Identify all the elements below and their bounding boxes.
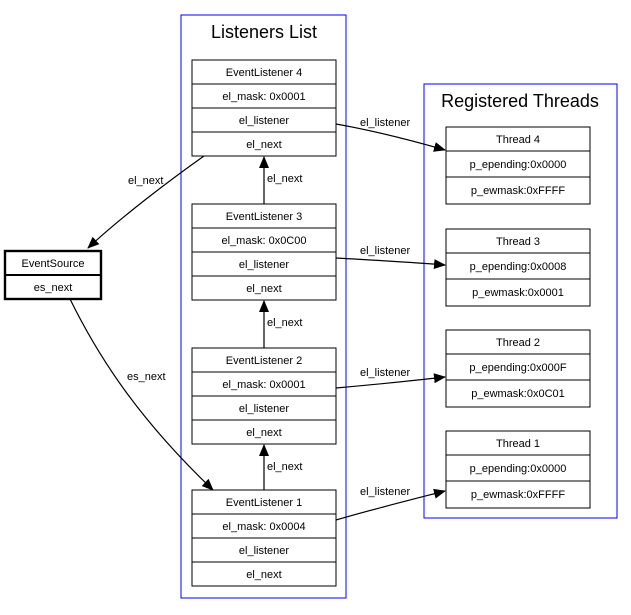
event-listener-2-next: el_next	[246, 427, 281, 439]
thread-4-ewmask: p_ewmask:0xFFFF	[471, 185, 565, 197]
event-listener-3: EventListener 3 el_mask: 0x0C00 el_liste…	[191, 203, 337, 301]
edge-label: el_listener	[360, 367, 410, 379]
edge-line	[87, 155, 205, 249]
thread-2-name: Thread 2	[496, 337, 540, 349]
event-source: EventSource es_next	[3, 249, 103, 301]
edge-listener3-to-thread3: el_listener	[335, 245, 446, 270]
event-listener-1-listener: el_listener	[239, 545, 289, 557]
edge-line	[335, 257, 446, 270]
threads-cluster-title: Registered Threads	[441, 91, 599, 111]
event-listener-1-next: el_next	[246, 569, 281, 581]
thread-4-name: Thread 4	[496, 134, 540, 146]
edge-label: el_listener	[360, 117, 410, 129]
thread-2-box	[445, 329, 591, 408]
event-listener-2-name: EventListener 2	[226, 355, 302, 367]
event-listener-1-name: EventListener 1	[226, 497, 302, 509]
event-listener-1-mask: el_mask: 0x0004	[222, 521, 305, 533]
event-listener-3-next: el_next	[246, 283, 281, 295]
edge-label: es_next	[127, 371, 166, 383]
event-listener-4-mask: el_mask: 0x0001	[222, 91, 305, 103]
edge-listener3-to-listener4: el_next	[259, 156, 302, 204]
thread-3-ewmask: p_ewmask:0x0001	[472, 287, 564, 299]
edge-label: el_next	[267, 173, 302, 185]
thread-2: Thread 2 p_epending:0x000F p_ewmask:0x0C…	[445, 329, 591, 408]
event-listener-2-mask: el_mask: 0x0001	[222, 379, 305, 391]
threads-cluster-border	[423, 83, 618, 519]
thread-3-box	[445, 228, 591, 307]
event-listener-3-listener: el_listener	[239, 259, 289, 271]
edge-line	[335, 488, 446, 521]
thread-4: Thread 4 p_epending:0x0000 p_ewmask:0xFF…	[445, 126, 591, 205]
event-listener-1: EventListener 1 el_mask: 0x0004 el_liste…	[191, 489, 337, 587]
edge-label: el_next	[267, 317, 302, 329]
listeners-cluster: Listeners List	[180, 14, 347, 599]
event-listener-4-next: el_next	[246, 139, 281, 151]
event-listener-2-listener: el_listener	[239, 403, 289, 415]
edge-label: el_next	[267, 461, 302, 473]
thread-2-ewmask: p_ewmask:0x0C01	[471, 388, 565, 400]
event-listener-4-listener: el_listener	[239, 115, 289, 127]
edge-label: el_listener	[360, 245, 410, 257]
thread-1: Thread 1 p_epending:0x0000 p_ewmask:0xFF…	[445, 430, 591, 509]
thread-2-pending: p_epending:0x000F	[469, 362, 567, 374]
edge-listener4-to-thread4: el_listener	[335, 117, 446, 152]
listeners-cluster-border	[180, 14, 347, 599]
edge-listener1-to-listener2: el_next	[259, 444, 302, 490]
edge-listener1-to-thread1: el_listener	[335, 486, 446, 521]
edge-label: el_listener	[360, 486, 410, 498]
event-listener-4-name: EventListener 4	[226, 67, 302, 79]
edge-listener4-to-source: el_next	[87, 155, 205, 249]
thread-1-box	[445, 430, 591, 509]
thread-3-name: Thread 3	[496, 236, 540, 248]
edge-label: el_next	[128, 175, 163, 187]
thread-4-box	[445, 126, 591, 205]
thread-1-pending: p_epending:0x0000	[470, 463, 567, 475]
edge-source-to-listener1: es_next	[69, 298, 214, 491]
thread-3: Thread 3 p_epending:0x0008 p_ewmask:0x00…	[445, 228, 591, 307]
thread-1-ewmask: p_ewmask:0xFFFF	[471, 489, 565, 501]
thread-4-pending: p_epending:0x0000	[470, 159, 567, 171]
event-source-field: es_next	[34, 282, 73, 294]
edge-listener2-to-thread2: el_listener	[335, 367, 446, 389]
event-source-name: EventSource	[22, 258, 85, 270]
edge-line	[335, 373, 446, 389]
event-listener-2: EventListener 2 el_mask: 0x0001 el_liste…	[191, 347, 337, 445]
event-listener-4: EventListener 4 el_mask: 0x0001 el_liste…	[191, 59, 337, 157]
thread-3-pending: p_epending:0x0008	[470, 261, 567, 273]
listeners-cluster-title: Listeners List	[211, 22, 317, 42]
thread-1-name: Thread 1	[496, 438, 540, 450]
edge-listener2-to-listener3: el_next	[259, 300, 302, 348]
event-listener-3-mask: el_mask: 0x0C00	[222, 235, 307, 247]
edge-line	[69, 298, 214, 491]
edge-line	[335, 123, 446, 152]
threads-cluster: Registered Threads	[423, 83, 618, 519]
event-listener-3-name: EventListener 3	[226, 211, 302, 223]
